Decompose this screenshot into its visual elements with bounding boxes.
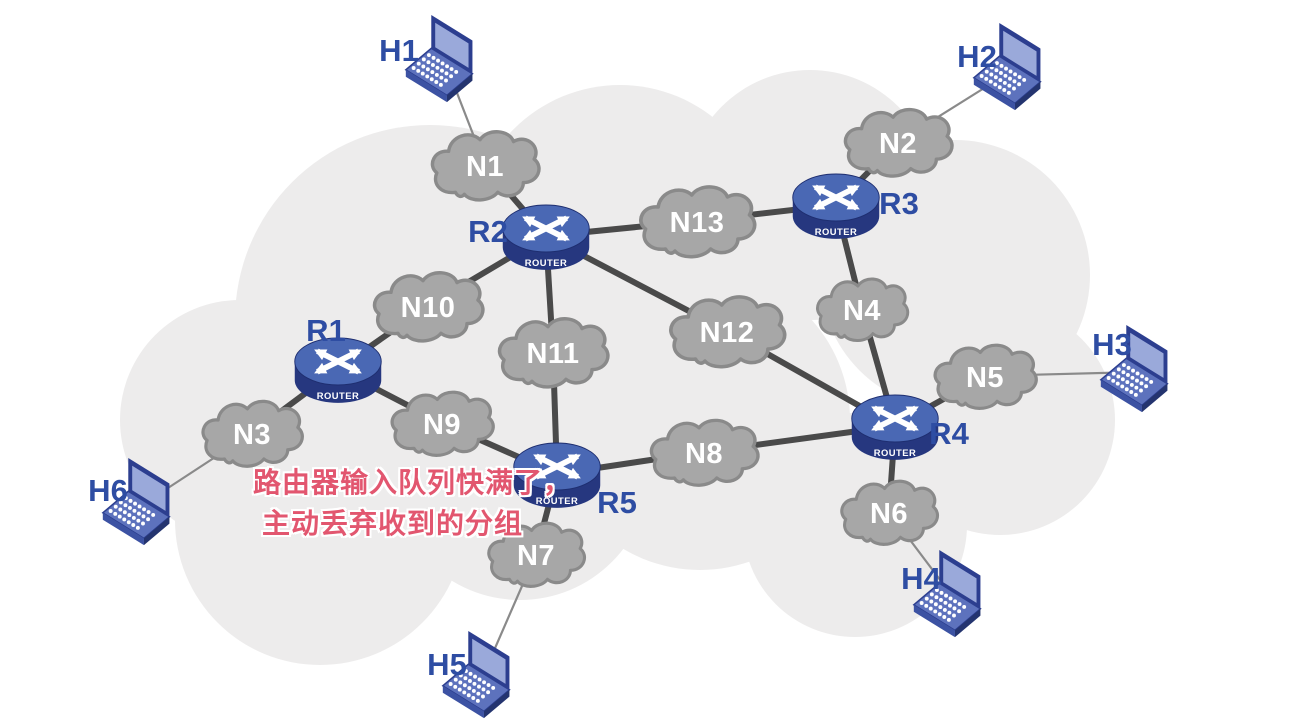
host-label-h1: H1 xyxy=(379,33,419,68)
cloud-icon xyxy=(843,107,954,178)
network-label: N9 xyxy=(422,408,462,441)
network-n1: N1 xyxy=(426,124,544,206)
network-n6: N6 xyxy=(836,474,942,550)
network-label: N7 xyxy=(516,539,556,572)
network-n7: N7 xyxy=(483,516,589,592)
router-label-r4: R4 xyxy=(929,416,969,451)
cloud-icon xyxy=(497,317,610,389)
host-label-h3: H3 xyxy=(1092,327,1132,362)
router-label-r1: R1 xyxy=(306,313,346,348)
cloud-icon xyxy=(649,418,760,487)
network-label: N5 xyxy=(965,361,1005,394)
cloud-icon xyxy=(669,295,787,369)
router-icon: ROUTER xyxy=(294,337,382,403)
host-h1 xyxy=(396,13,494,111)
laptop-icon xyxy=(1099,324,1169,413)
network-n12: N12 xyxy=(664,289,790,373)
network-n8: N8 xyxy=(645,413,763,491)
network-label: N6 xyxy=(869,497,909,530)
router-icon: ROUTER xyxy=(513,442,601,508)
host-label-h6: H6 xyxy=(88,473,128,508)
router-icon: ROUTER xyxy=(851,394,939,460)
network-label: N8 xyxy=(684,437,724,470)
network-n10: N10 xyxy=(368,265,488,347)
router-r5: ROUTER xyxy=(510,435,604,513)
router-r3: ROUTER xyxy=(789,166,883,244)
cloud-icon xyxy=(933,343,1038,410)
host-h2 xyxy=(964,21,1062,119)
network-label: N13 xyxy=(669,206,725,239)
router-icon: ROUTER xyxy=(502,204,590,270)
network-n13: N13 xyxy=(634,179,760,263)
host-h3 xyxy=(1091,323,1189,421)
network-n2: N2 xyxy=(839,102,957,182)
network-label: N12 xyxy=(699,316,755,349)
laptop-icon xyxy=(404,14,474,103)
cloud-icon xyxy=(816,277,910,343)
network-label: N10 xyxy=(400,291,456,324)
router-r2: ROUTER xyxy=(499,197,593,275)
router-r4: ROUTER xyxy=(848,387,942,465)
router-r1: ROUTER xyxy=(291,330,385,408)
network-n9: N9 xyxy=(386,385,498,461)
network-label: N2 xyxy=(878,127,918,160)
router-badge: ROUTER xyxy=(815,226,857,237)
network-n11: N11 xyxy=(493,311,613,393)
router-badge: ROUTER xyxy=(317,390,359,401)
cloud-icon xyxy=(201,399,304,468)
cloud-icon xyxy=(390,390,495,457)
laptop-icon xyxy=(101,457,171,546)
network-label: N11 xyxy=(526,337,580,370)
host-h5 xyxy=(433,629,531,726)
host-label-h4: H4 xyxy=(901,561,941,596)
cloud-icon xyxy=(372,271,485,343)
host-h6 xyxy=(93,456,191,554)
network-label: N4 xyxy=(842,294,882,327)
network-label: N1 xyxy=(465,150,505,183)
network-n5: N5 xyxy=(929,338,1041,414)
router-badge: ROUTER xyxy=(525,257,567,268)
network-n4: N4 xyxy=(812,272,912,346)
router-label-r3: R3 xyxy=(879,186,919,221)
annotation-line-1: 路由器输入队列快满了， xyxy=(253,467,573,498)
host-label-h5: H5 xyxy=(427,647,467,682)
router-badge: ROUTER xyxy=(536,495,578,506)
host-h4 xyxy=(904,548,1002,646)
cloud-icon xyxy=(639,185,757,259)
router-icon: ROUTER xyxy=(792,173,880,239)
laptop-icon xyxy=(441,630,511,719)
cloud-icon xyxy=(430,130,541,202)
annotation-line-2: 主动丢弃收到的分组 xyxy=(262,508,524,539)
annotation-text: 路由器输入队列快满了， 主动丢弃收到的分组 xyxy=(253,462,572,544)
router-badge: ROUTER xyxy=(874,447,916,458)
network-label: N3 xyxy=(232,418,272,451)
network-n3: N3 xyxy=(197,394,307,472)
laptop-icon xyxy=(912,549,982,638)
cloud-icon xyxy=(840,479,940,546)
cloud-icon xyxy=(487,521,587,588)
laptop-icon xyxy=(972,22,1042,111)
host-label-h2: H2 xyxy=(957,39,997,74)
router-label-r5: R5 xyxy=(597,485,637,520)
router-label-r2: R2 xyxy=(468,214,508,249)
